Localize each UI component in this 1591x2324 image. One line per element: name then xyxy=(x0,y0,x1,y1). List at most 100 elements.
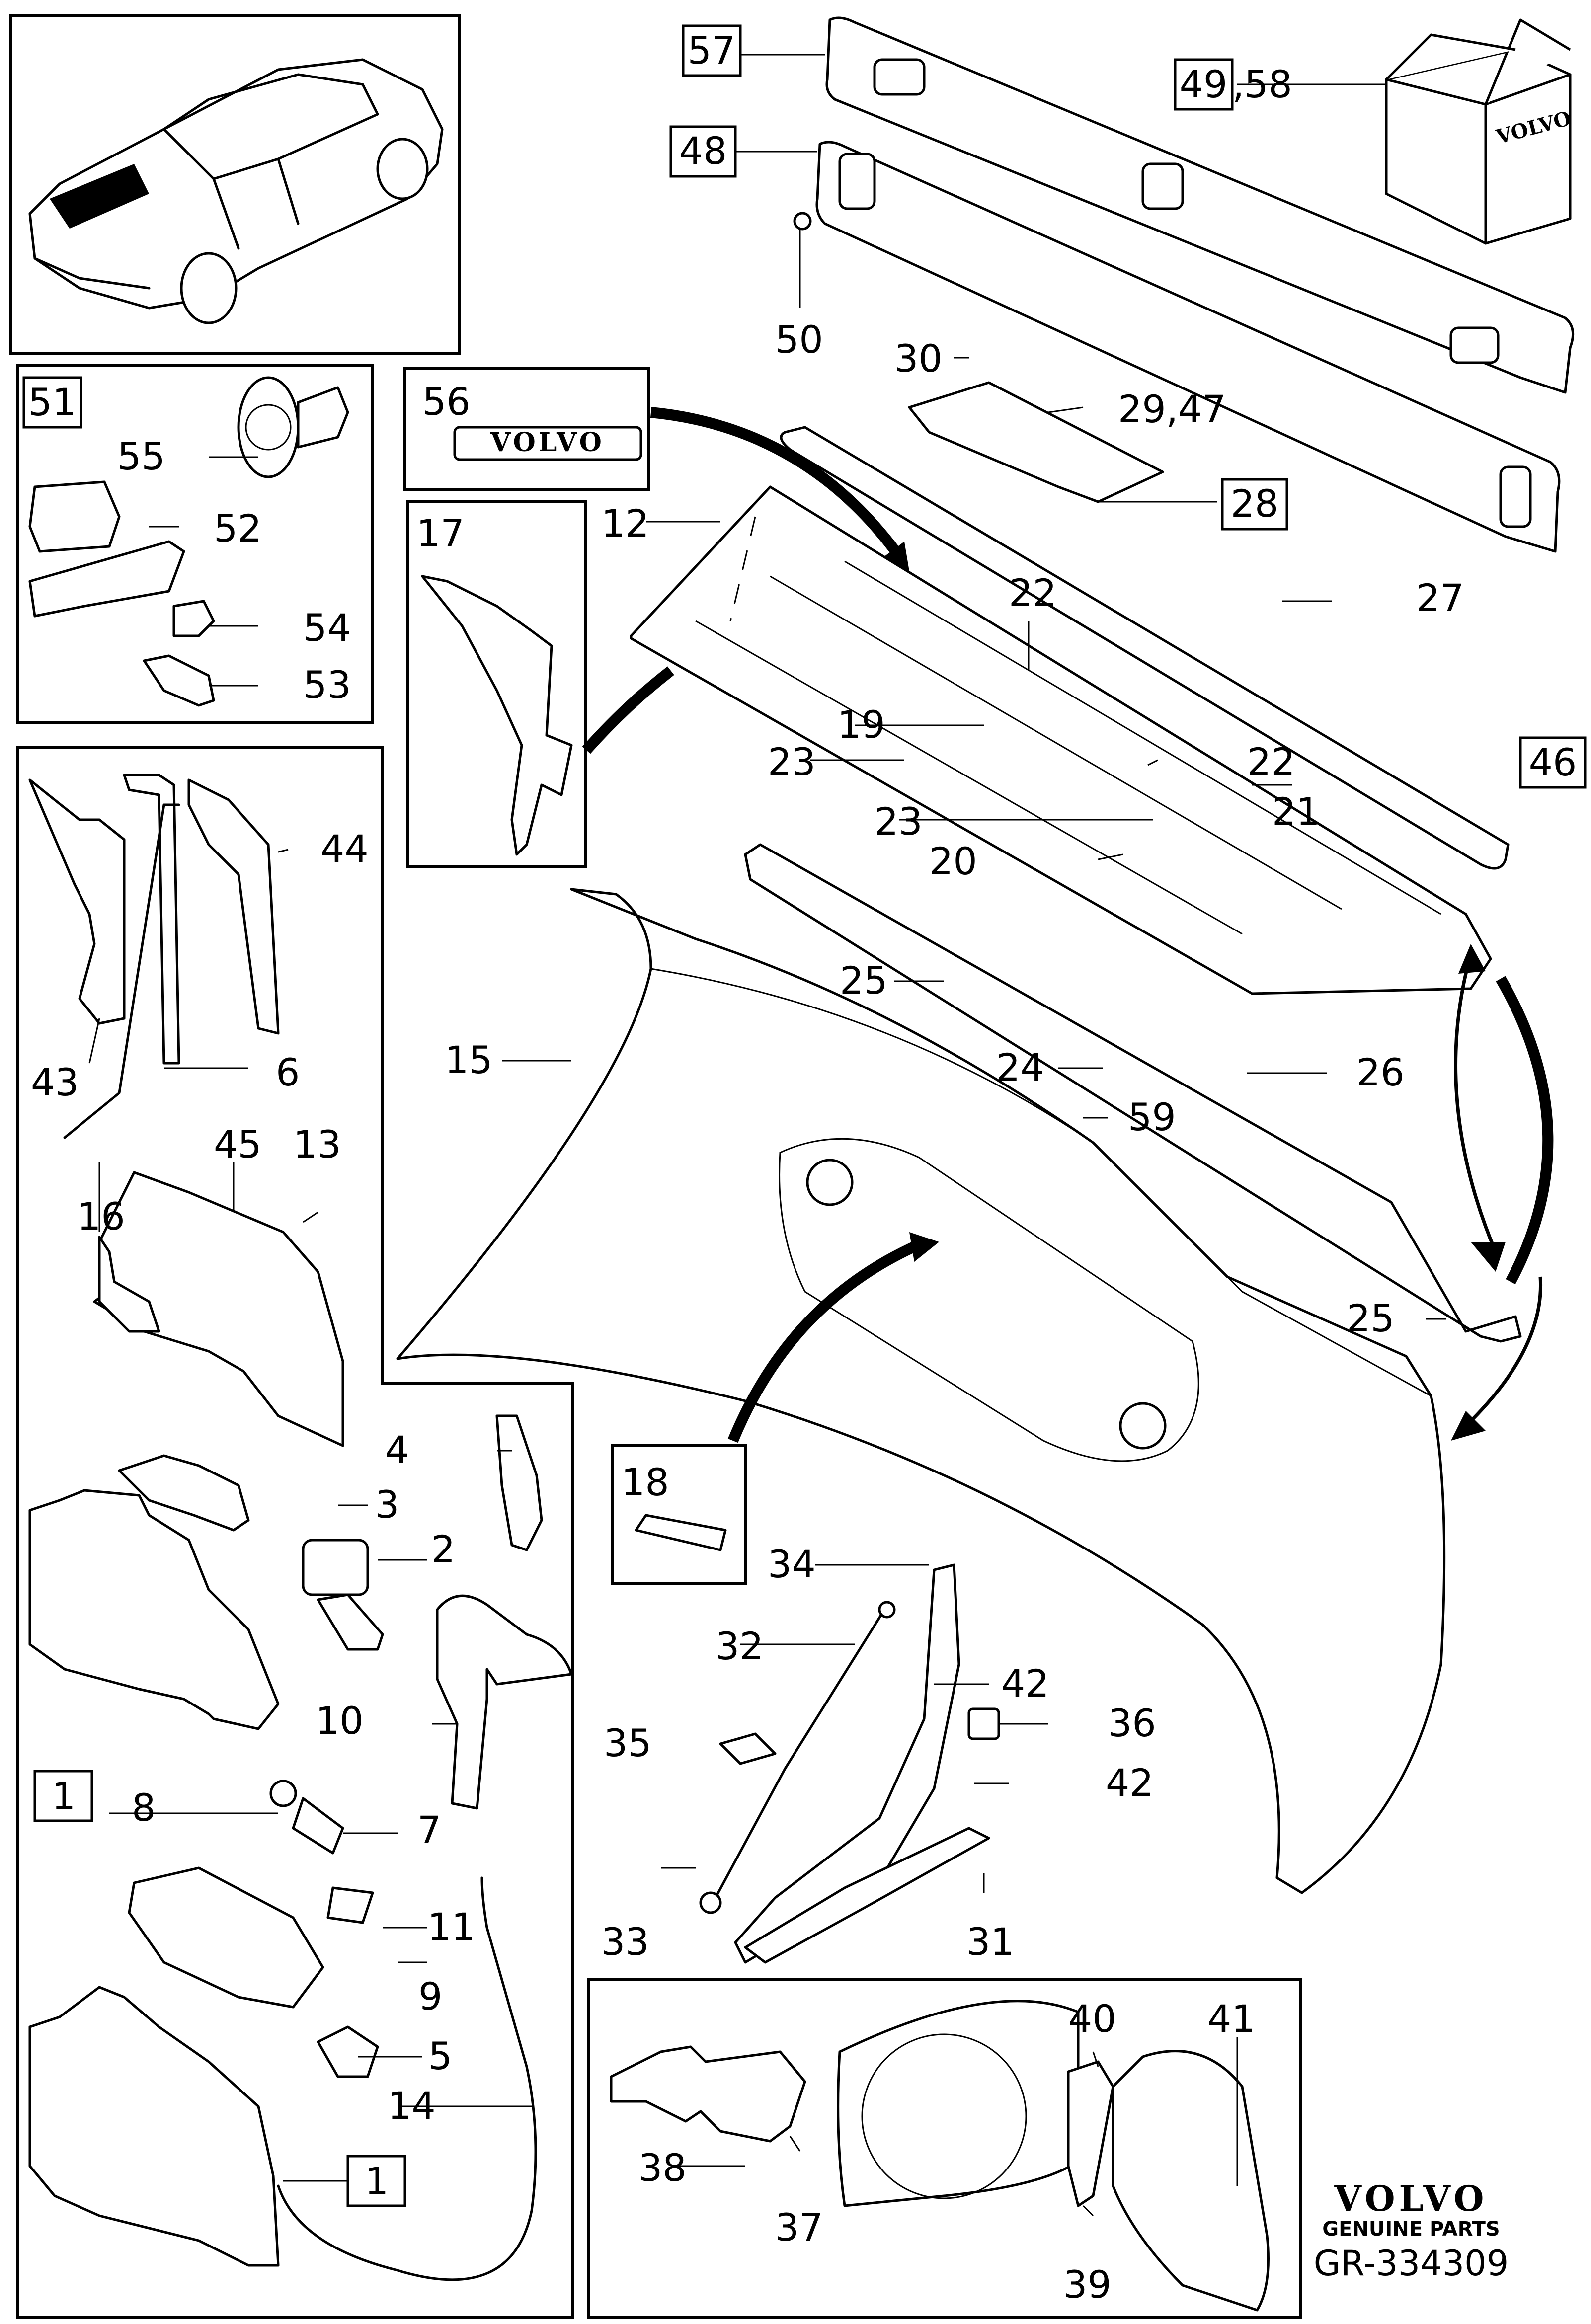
diagram-code: GR-334309 xyxy=(1314,2243,1509,2284)
callout-50: 50 xyxy=(775,317,823,362)
callout-9: 9 xyxy=(418,1974,442,2018)
callout-36: 36 xyxy=(1108,1701,1156,1745)
arrow-17-to-12 xyxy=(582,666,674,754)
lock-panel-frame xyxy=(16,746,574,2319)
callout-43: 43 xyxy=(31,1060,79,1104)
part-12-trunk-trim-panel xyxy=(630,485,1492,995)
callout-53: 53 xyxy=(303,663,351,707)
part-46-spoiler xyxy=(780,426,1510,870)
callout-41: 41 xyxy=(1207,1997,1256,2041)
callout-29-47: 29,47 xyxy=(1118,387,1226,431)
callout-15: 15 xyxy=(445,1038,493,1082)
arrow-curve-right-a xyxy=(1496,976,1554,1285)
callout-14: 14 xyxy=(388,2084,436,2128)
callout-26: 26 xyxy=(1356,1050,1405,1094)
fuel-flap-frame xyxy=(587,1978,1302,2319)
callout-5: 5 xyxy=(428,2034,452,2078)
callout-22a: 22 xyxy=(1009,571,1057,615)
part-36-block xyxy=(967,1707,1000,1740)
callout-30: 30 xyxy=(894,336,943,381)
emblem-volvo-text: VOLVO xyxy=(490,427,605,458)
car-overview-frame xyxy=(9,14,461,355)
callout-27: 27 xyxy=(1416,576,1464,620)
part-35-clip xyxy=(719,1732,777,1765)
callout-59: 59 xyxy=(1128,1095,1176,1139)
callout-18: 18 xyxy=(621,1460,669,1504)
callout-28: 28 xyxy=(1231,481,1279,526)
callout-8: 8 xyxy=(132,1785,156,1830)
callout-38: 38 xyxy=(638,2146,687,2190)
callout-6: 6 xyxy=(276,1050,300,1094)
callout-34: 34 xyxy=(768,1542,816,1586)
callout-25b: 25 xyxy=(1347,1296,1395,1340)
callout-21: 21 xyxy=(1272,789,1320,834)
fastener-kit-parts xyxy=(28,376,349,707)
callout-42a: 42 xyxy=(1001,1661,1049,1705)
callout-55: 55 xyxy=(117,434,165,478)
part-18-seal xyxy=(635,1514,727,1551)
boxed-callouts xyxy=(22,24,1587,2207)
callout-58: ,58 xyxy=(1232,62,1292,106)
callout-16: 16 xyxy=(77,1194,125,1239)
callout-13: 13 xyxy=(293,1122,341,1166)
callout-54: 54 xyxy=(303,606,351,650)
arrow-curve-right-b xyxy=(1454,953,1498,1253)
callout-23b: 23 xyxy=(875,799,923,844)
arrow-56-to-12 xyxy=(650,407,904,560)
callout-32: 32 xyxy=(716,1624,764,1668)
callout-25a: 25 xyxy=(840,958,888,1003)
callout-4: 4 xyxy=(385,1428,409,1472)
callout-33: 33 xyxy=(601,1920,649,1964)
callout-10: 10 xyxy=(316,1699,364,1743)
callout-49: 49 xyxy=(1180,62,1228,106)
brand-genuine-parts: GENUINE PARTS xyxy=(1322,2218,1500,2241)
part-31-hinge xyxy=(734,1563,990,1964)
emblem-frame xyxy=(403,367,650,491)
callout-labels: 57 49 ,58 48 50 30 29,47 51 55 52 54 53 … xyxy=(28,28,1577,2307)
callout-7: 7 xyxy=(417,1808,441,1852)
arrow-curve-right-c xyxy=(1459,1276,1543,1432)
callout-23a: 23 xyxy=(768,740,816,784)
callout-42b: 42 xyxy=(1106,1761,1154,1805)
part-49-58-box xyxy=(1385,18,1572,245)
part-17-bracket xyxy=(421,575,573,856)
callout-46: 46 xyxy=(1529,740,1577,784)
callout-51: 51 xyxy=(28,380,77,424)
callout-2: 2 xyxy=(431,1527,455,1571)
fuel-flap-parts xyxy=(610,2000,1270,2312)
arrow-18-to-15 xyxy=(727,1239,922,1443)
callout-44: 44 xyxy=(320,827,369,871)
part-32-gas-strut xyxy=(699,1601,896,1914)
callout-1b: 1 xyxy=(365,2159,389,2203)
car-trunk-highlight xyxy=(50,164,149,229)
callout-12: 12 xyxy=(601,501,649,545)
callout-37: 37 xyxy=(775,2205,823,2249)
callout-45: 45 xyxy=(214,1122,262,1166)
callout-52: 52 xyxy=(214,506,262,550)
leader-lines xyxy=(88,54,1446,2217)
callout-24: 24 xyxy=(996,1045,1044,1089)
part-56-emblem xyxy=(453,426,642,461)
callout-56: 56 xyxy=(422,380,471,424)
callout-57: 57 xyxy=(688,28,736,73)
callout-3: 3 xyxy=(375,1482,399,1527)
callout-19: 19 xyxy=(837,702,885,747)
callout-40: 40 xyxy=(1068,1997,1116,2041)
lock-panel-parts xyxy=(28,774,573,2281)
callout-48: 48 xyxy=(679,129,727,173)
fastener-kit-frame xyxy=(16,364,374,724)
seal-18-frame xyxy=(611,1444,747,1585)
car-overview-illustration xyxy=(28,58,444,324)
part-57-trim-cover xyxy=(825,16,1575,394)
callout-20: 20 xyxy=(929,839,977,883)
part-26-strip xyxy=(744,843,1522,1343)
callout-1a: 1 xyxy=(52,1774,76,1818)
part-48-trim-cover xyxy=(815,141,1561,553)
callout-17: 17 xyxy=(416,511,465,555)
brand-volvo-logo: VOLVO xyxy=(1334,2178,1488,2219)
callout-39: 39 xyxy=(1063,2262,1112,2307)
part-15-trunk-lid xyxy=(396,888,1446,1894)
bracket-17-frame xyxy=(406,500,587,868)
callout-35: 35 xyxy=(604,1721,652,1765)
